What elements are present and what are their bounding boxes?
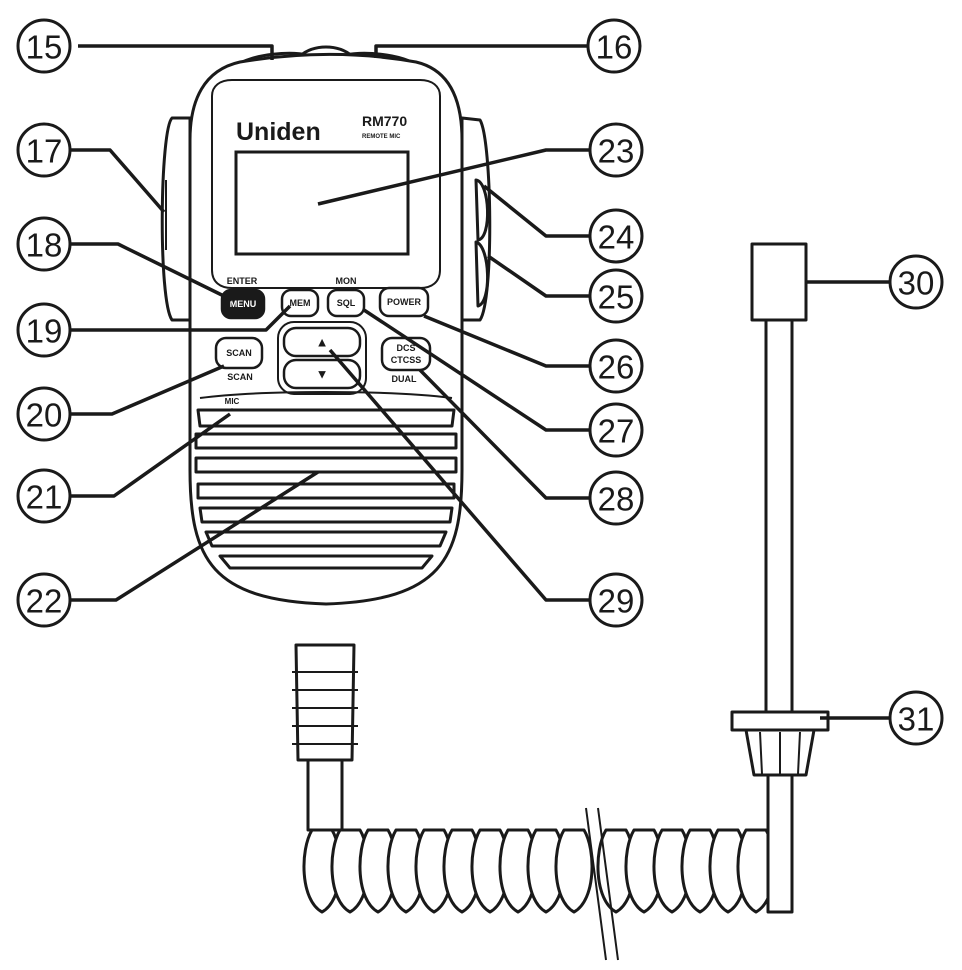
strain-relief — [294, 643, 356, 762]
up-arrow-icon: ▲ — [316, 335, 329, 350]
leader-19 — [70, 304, 292, 332]
svg-text:18: 18 — [26, 227, 63, 264]
leader-21 — [70, 412, 232, 498]
power-button-label: POWER — [387, 297, 422, 307]
svg-text:30: 30 — [898, 265, 935, 302]
cord-coils — [302, 828, 776, 914]
cord-straight — [306, 758, 344, 832]
brand-logo: Uniden — [236, 118, 321, 146]
svg-text:23: 23 — [598, 133, 635, 170]
side-button-lower — [474, 240, 489, 308]
leader-lines — [70, 44, 890, 720]
callout-30: 30 — [888, 254, 944, 310]
grommet-flange — [730, 710, 830, 732]
svg-text:17: 17 — [26, 133, 63, 170]
dcs-label: DCS — [396, 343, 415, 353]
callout-26: 26 — [588, 338, 644, 394]
callout-27: 27 — [588, 402, 644, 458]
cord-rising-section — [766, 768, 794, 914]
callout-31: 31 — [888, 690, 944, 746]
callout-19: 19 — [16, 302, 72, 358]
callout-25: 25 — [588, 268, 644, 324]
svg-text:31: 31 — [898, 701, 935, 738]
svg-text:26: 26 — [598, 349, 635, 386]
leader-22 — [70, 470, 319, 602]
svg-text:16: 16 — [596, 29, 633, 66]
callouts: 15 16 17 18 19 20 21 22 23 24 25 26 27 2… — [16, 18, 944, 746]
mem-button[interactable] — [280, 288, 320, 318]
leader-26 — [423, 314, 590, 368]
callout-28: 28 — [588, 470, 644, 526]
svg-text:28: 28 — [598, 481, 635, 518]
speaker-grille — [194, 408, 458, 570]
callout-15: 15 — [16, 18, 72, 74]
svg-text:22: 22 — [26, 583, 63, 620]
scan-button-label: SCAN — [226, 348, 252, 358]
mic-label: MIC — [225, 397, 240, 406]
leader-29 — [328, 348, 590, 602]
scan-button[interactable] — [214, 336, 264, 370]
svg-text:25: 25 — [598, 279, 635, 316]
leader-15 — [78, 44, 274, 60]
microphone-body: Uniden RM770 REMOTE MIC ENTER MENU MEM M… — [160, 45, 492, 606]
arrow-key-bezel — [277, 321, 367, 395]
svg-text:21: 21 — [26, 479, 63, 516]
panel-divider — [199, 391, 453, 399]
modular-plug — [750, 242, 808, 322]
menu-button-label: MENU — [230, 299, 257, 309]
leader-25 — [487, 254, 590, 298]
mem-button-label: MEM — [290, 298, 311, 308]
faceplate — [211, 79, 441, 289]
svg-text:20: 20 — [26, 397, 63, 434]
callout-29: 29 — [588, 572, 644, 628]
callout-16: 16 — [586, 18, 642, 74]
ctcss-label: CTCSS — [391, 355, 422, 365]
leader-23 — [317, 148, 590, 206]
leader-17 — [70, 148, 166, 214]
leader-28 — [418, 368, 590, 500]
callout-22: 22 — [16, 572, 72, 628]
callout-21: 21 — [16, 468, 72, 524]
cable-assembly — [730, 242, 830, 777]
callout-23: 23 — [588, 122, 644, 178]
callout-20: 20 — [16, 386, 72, 442]
leader-20 — [70, 364, 225, 416]
svg-text:27: 27 — [598, 413, 635, 450]
scan-sub-label: SCAN — [227, 372, 253, 382]
model-label: RM770 — [362, 113, 407, 129]
mon-label: MON — [336, 276, 357, 286]
callout-24: 24 — [588, 208, 644, 264]
leader-24 — [482, 184, 590, 238]
down-button[interactable] — [282, 358, 362, 390]
coiled-cord — [292, 643, 794, 961]
svg-text:19: 19 — [26, 313, 63, 350]
svg-text:15: 15 — [26, 29, 63, 66]
down-arrow-icon: ▼ — [316, 367, 329, 382]
leader-27 — [363, 308, 590, 432]
sql-button[interactable] — [326, 288, 366, 318]
side-button-upper — [474, 178, 489, 242]
leader-16 — [374, 44, 588, 58]
power-button[interactable] — [378, 286, 430, 318]
svg-text:24: 24 — [598, 219, 635, 256]
cable-straight — [764, 316, 794, 714]
up-button[interactable] — [282, 326, 362, 358]
callout-18: 18 — [16, 216, 72, 272]
enter-label: ENTER — [227, 276, 258, 286]
strain-relief-ribs — [292, 671, 358, 745]
dual-label: DUAL — [392, 374, 417, 384]
menu-button[interactable] — [220, 288, 266, 320]
callout-17: 17 — [16, 122, 72, 178]
svg-text:29: 29 — [598, 583, 635, 620]
model-subtitle: REMOTE MIC — [362, 134, 401, 140]
leader-18 — [70, 242, 233, 302]
sql-button-label: SQL — [337, 298, 356, 308]
cord-break-marks — [585, 807, 619, 961]
